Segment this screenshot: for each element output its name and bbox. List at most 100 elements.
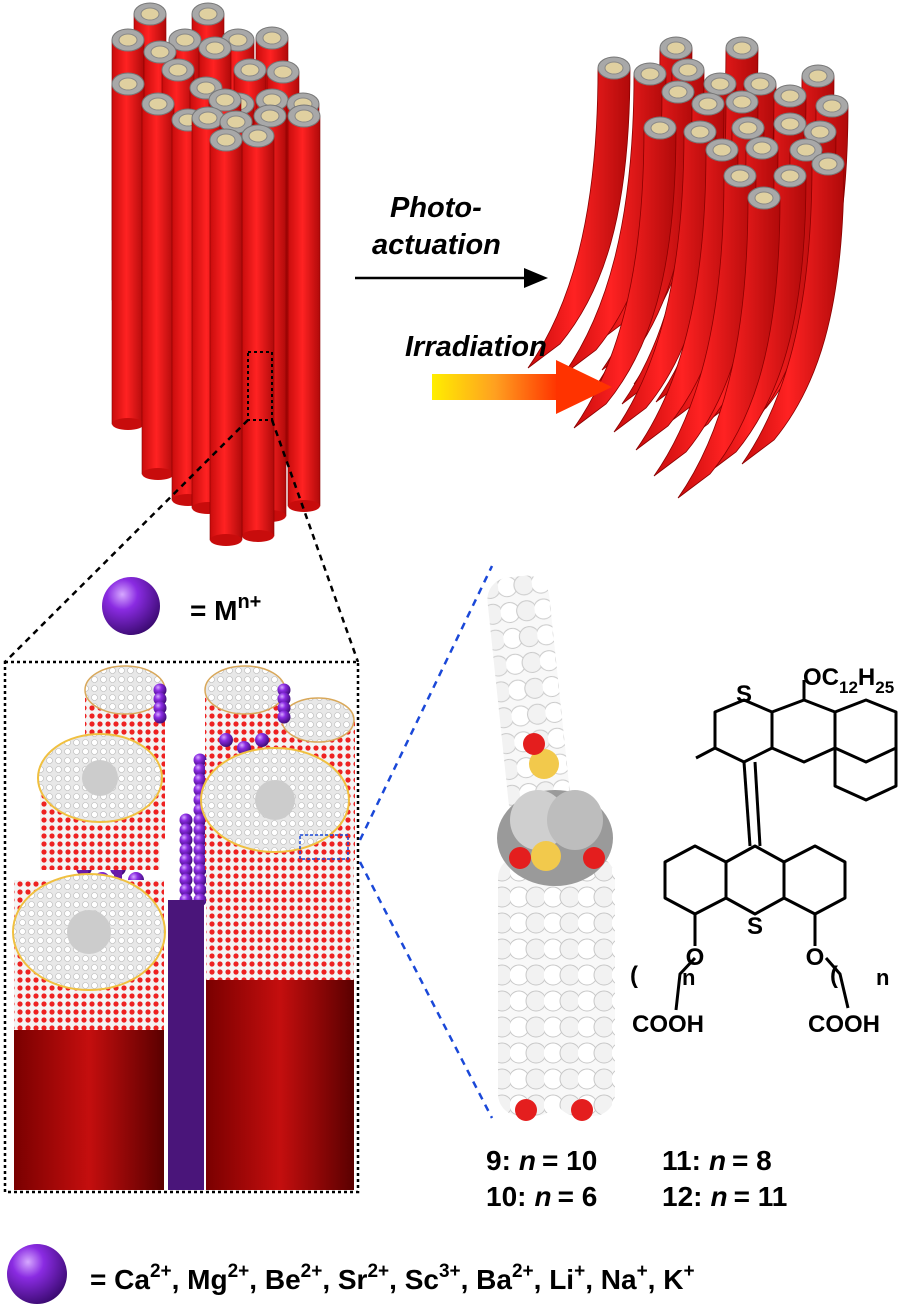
ion-bead xyxy=(179,873,193,887)
fiber-rod xyxy=(141,92,175,480)
compound-12-value: = 11 xyxy=(734,1181,788,1212)
ion-list-charge: 2+ xyxy=(367,1261,389,1282)
ion-list-separator: , xyxy=(389,1264,405,1295)
ion-bead xyxy=(179,863,193,877)
ion-list-separator: , xyxy=(172,1264,188,1295)
ion-bead xyxy=(193,753,207,767)
bent-fiber-rod xyxy=(563,62,667,375)
space-filling-model xyxy=(487,575,615,1121)
label-paren-right: ( xyxy=(830,962,838,989)
molecule-zoom-line-bottom xyxy=(358,861,494,1119)
structure-labels: OC12H25 S S O O ( n ( n COOH COOH xyxy=(630,664,894,1038)
ion-bead xyxy=(277,683,291,697)
ion-list-charge: + xyxy=(637,1261,648,1282)
compound-10-id: 10: xyxy=(486,1181,526,1212)
bent-fiber-rod xyxy=(677,186,781,499)
ion-list-separator: , xyxy=(648,1264,664,1295)
bent-fiber-rod xyxy=(635,138,739,451)
ion-bead xyxy=(193,763,207,777)
label-oxygen-right: O xyxy=(806,944,825,971)
label-substituent-oc: OC xyxy=(803,664,839,691)
compound-12: 12:n= 11 xyxy=(662,1181,787,1212)
ion-list-element: Ca xyxy=(114,1264,150,1295)
metal-ion-sphere-bottom xyxy=(7,1244,67,1304)
ion-list-separator: , xyxy=(322,1264,338,1295)
ion-list-charge: 2+ xyxy=(150,1261,172,1282)
label-sulfur-bottom: S xyxy=(747,913,763,940)
label-oxygen-left: O xyxy=(686,944,705,971)
ion-bead xyxy=(277,701,291,715)
metal-ion-legend-text: = M xyxy=(190,595,237,626)
ion-bead xyxy=(193,823,207,837)
metal-ion-sphere xyxy=(102,577,160,635)
ion-list-separator: , xyxy=(585,1264,601,1295)
ion-list-separator: , xyxy=(249,1264,265,1295)
ion-bead xyxy=(219,733,233,747)
photo-label-line1: Photo- xyxy=(390,192,482,224)
ion-list-element: Mg xyxy=(187,1264,227,1295)
bent-fiber-bundle xyxy=(527,36,849,499)
label-substituent: OC12H25 xyxy=(803,664,894,697)
ion-bead xyxy=(255,733,269,747)
ion-bead xyxy=(193,813,207,827)
ion-bead xyxy=(193,883,207,897)
zoom-line-left xyxy=(4,419,249,663)
fiber-rod xyxy=(111,72,145,430)
chemical-structure xyxy=(663,680,898,1011)
label-sulfur-top: S xyxy=(736,681,752,708)
ion-list-separator: , xyxy=(534,1264,550,1295)
compound-10: 10:n= 6 xyxy=(486,1181,597,1212)
metal-ion-list: = Ca2+, Mg2+, Be2+, Sr2+, Sc3+, Ba2+, Li… xyxy=(90,1261,695,1295)
ion-list-separator: , xyxy=(461,1264,477,1295)
fiber-rod xyxy=(241,124,275,542)
compound-11: 11:n= 8 xyxy=(662,1145,772,1176)
fiber-rod xyxy=(209,128,243,546)
compound-11-n: n xyxy=(709,1145,726,1176)
ion-list-charge: 3+ xyxy=(439,1261,461,1282)
ion-list-charge: 2+ xyxy=(512,1261,534,1282)
label-n-right: n xyxy=(876,965,889,990)
ion-bead xyxy=(179,833,193,847)
label-acid-right: COOH xyxy=(808,1011,880,1038)
ion-bead xyxy=(179,843,193,857)
fiber-rod xyxy=(287,104,321,512)
ion-list-element: Be xyxy=(265,1264,301,1295)
label-paren-left: ( xyxy=(630,962,638,989)
compound-list: 9:n= 10 10:n= 6 11:n= 8 12:n= 11 xyxy=(486,1145,787,1212)
zoom-region-marker xyxy=(247,351,273,421)
ion-bead xyxy=(153,692,167,706)
label-substituent-h-count: 25 xyxy=(875,678,894,697)
zoom-line-right xyxy=(270,419,360,663)
compound-9-value: = 10 xyxy=(542,1145,597,1176)
ion-bead xyxy=(179,823,193,837)
ion-bead xyxy=(179,883,193,897)
ion-bead xyxy=(193,773,207,787)
bent-fiber-rod xyxy=(527,56,631,369)
bent-fiber-rod xyxy=(653,164,757,477)
ion-bead xyxy=(153,701,167,715)
ion-bead xyxy=(277,710,291,724)
ion-bead xyxy=(153,683,167,697)
ion-bead xyxy=(179,813,193,827)
compound-11-id: 11: xyxy=(662,1145,701,1176)
label-acid-left: COOH xyxy=(632,1011,704,1038)
ion-bead xyxy=(179,853,193,867)
photo-actuation-arrow xyxy=(355,268,548,288)
nanofiber-zoom-panel xyxy=(3,660,360,1194)
compound-10-n: n xyxy=(534,1181,551,1212)
metal-ion-legend-sup: n+ xyxy=(237,591,261,613)
ion-column xyxy=(114,868,122,882)
photo-label-line2: actuation xyxy=(372,229,501,261)
compound-9: 9:n= 10 xyxy=(486,1145,597,1176)
ion-list-charge: 2+ xyxy=(228,1261,250,1282)
label-substituent-h: H xyxy=(858,664,875,691)
ion-list-element: Sr xyxy=(338,1264,368,1295)
label-n-left: n xyxy=(682,965,695,990)
irradiation-arrow xyxy=(432,360,612,414)
ion-list-charge: 2+ xyxy=(301,1261,323,1282)
label-substituent-c-count: 12 xyxy=(839,678,858,697)
ion-list-charge: + xyxy=(683,1261,694,1282)
compound-12-id: 12: xyxy=(662,1181,702,1212)
ion-list-prefix: = xyxy=(90,1264,114,1295)
